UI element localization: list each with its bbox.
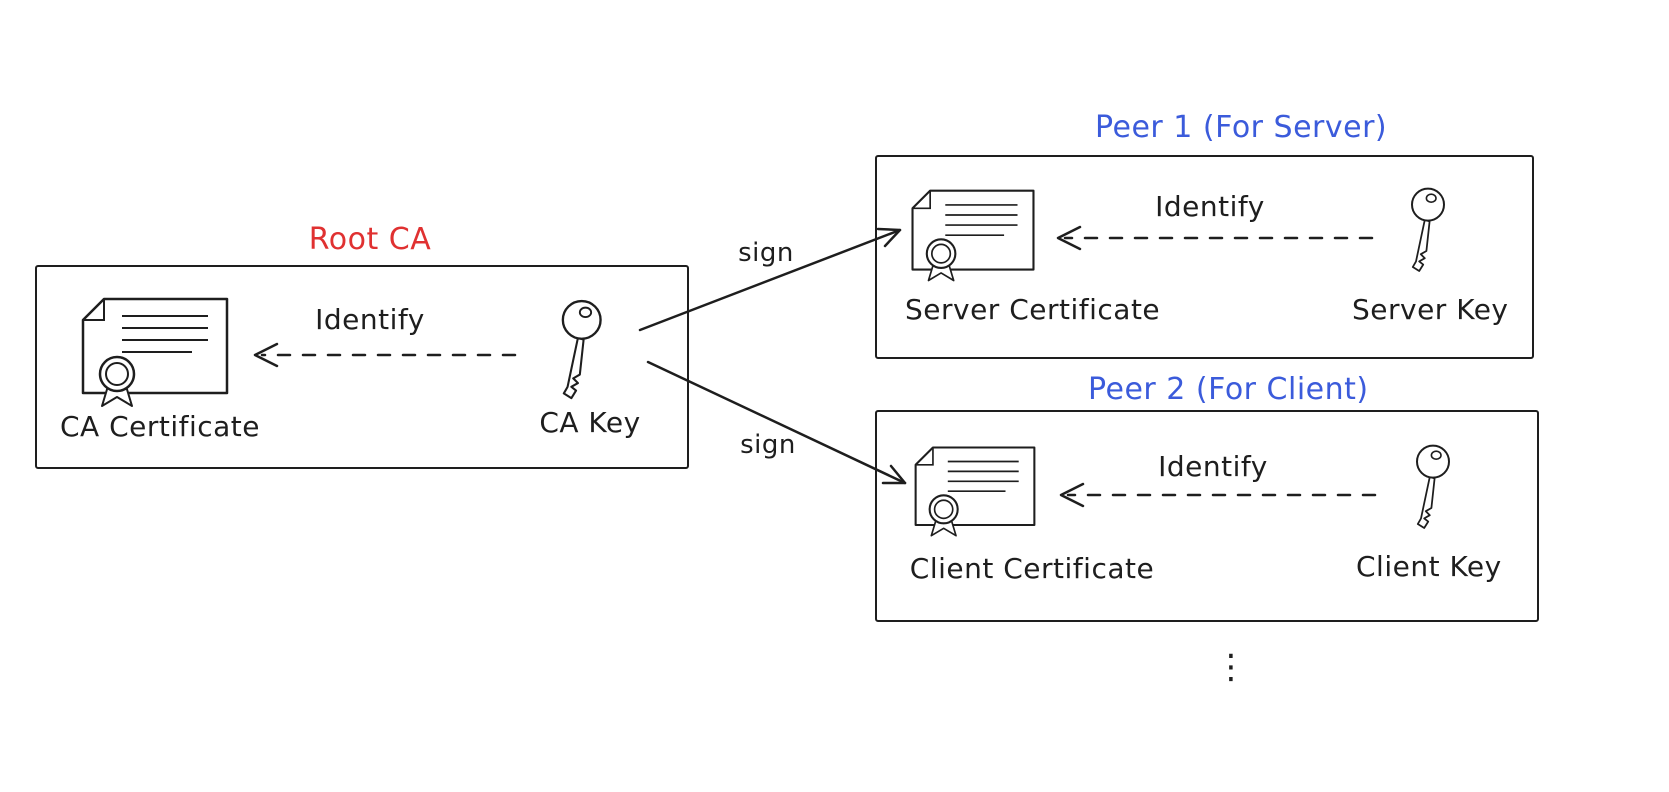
identify-label-root-ca: Identify — [315, 303, 425, 336]
client-certificate-icon — [913, 445, 1037, 539]
client-key-icon — [1401, 443, 1457, 533]
sign-label-peer1: sign — [738, 238, 794, 268]
ca-key-label: CA Key — [539, 406, 641, 439]
server-certificate-label: Server Certificate — [905, 293, 1161, 326]
client-key-label: Client Key — [1356, 550, 1502, 583]
ca-key-icon — [544, 298, 610, 404]
server-key-label: Server Key — [1352, 293, 1509, 326]
root-ca-title: Root CA — [308, 222, 432, 257]
peer2-title: Peer 2 (For Client) — [1088, 372, 1369, 407]
server-key-icon — [1396, 186, 1452, 276]
peer2-box — [875, 410, 1539, 622]
server-certificate-icon — [910, 188, 1036, 284]
ca-certificate-label: CA Certificate — [59, 410, 261, 443]
ca-certificate-icon — [80, 296, 230, 410]
sign-label-peer2: sign — [740, 430, 796, 460]
client-certificate-label: Client Certificate — [909, 552, 1155, 585]
identify-label-peer1: Identify — [1155, 190, 1265, 223]
peer1-title: Peer 1 (For Server) — [1095, 110, 1388, 145]
more-peers-ellipsis: ⋮ — [1214, 647, 1248, 687]
identify-label-peer2: Identify — [1158, 450, 1268, 483]
